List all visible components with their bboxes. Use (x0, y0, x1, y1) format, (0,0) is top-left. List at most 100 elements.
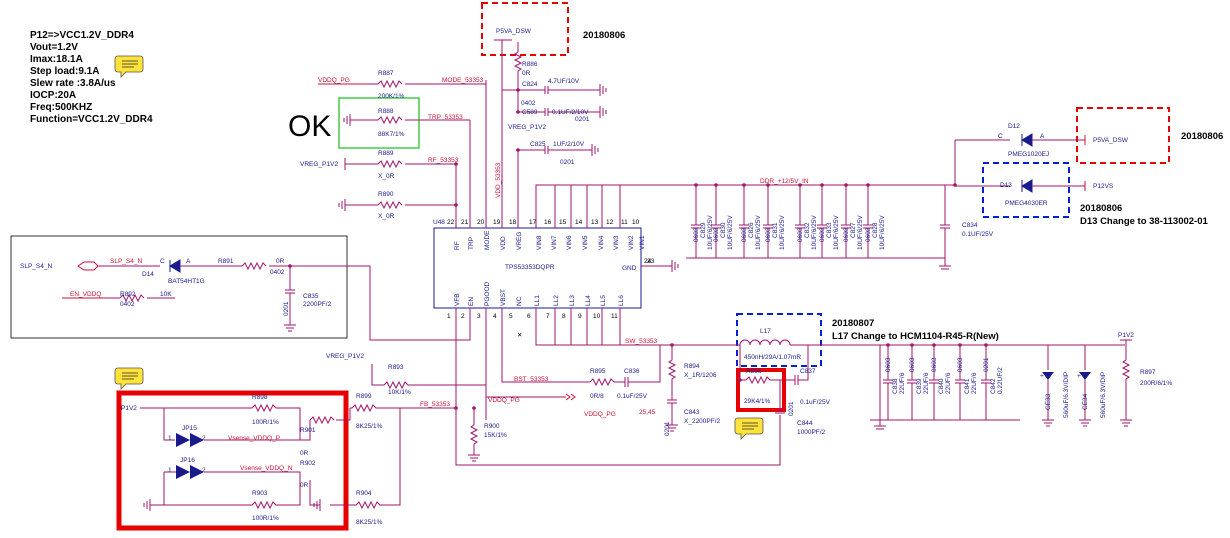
net-label: P5VA_DSW (496, 28, 532, 35)
part-value: 22UF/6 (923, 372, 930, 394)
date-note: 20180806 (583, 30, 625, 41)
part-value: 22UF/6 (945, 372, 952, 394)
jumper-jp16 (176, 465, 204, 479)
net-label: VREG_P1V2 (300, 161, 338, 168)
p5va-highlight-box (481, 2, 569, 56)
part-package: 0201 (560, 159, 575, 166)
ic-top-pins: RF22TRP21MODE20VDD19VREG18VIN817VIN716VI… (447, 219, 646, 250)
ic-ref: U48 (433, 219, 445, 226)
net-label: TRP_53353 (428, 114, 463, 121)
ic-part-number: TPS53353DQPR (505, 264, 555, 271)
part-package: 0603 (713, 227, 720, 242)
spec-notes: P12=>VCC1.2V_DDR4 Vout=1.2V Imax:18.1A S… (30, 30, 153, 125)
ground-symbol (338, 199, 346, 211)
net-label: VREG_P1V2 (326, 353, 364, 360)
net-label: P1V2 (1118, 332, 1134, 339)
part-package: 0201 (983, 357, 990, 372)
ground-symbol (1079, 419, 1091, 427)
ic-pin-number: 18 (509, 219, 517, 226)
part-ref: D12 (1008, 123, 1020, 130)
ic-pin-number: 21 (461, 219, 469, 226)
ic-pin-name: RF (454, 241, 461, 250)
jumper-pin: 1 (168, 467, 172, 474)
ic-pin-number: 3 (477, 313, 481, 320)
resistor-r887 (377, 79, 403, 89)
ic-pin-number: 17 (529, 219, 537, 226)
ic-pin-number: 2 (461, 313, 465, 320)
part-value: 10UF/6/25V (755, 215, 762, 250)
part-ref: R892 (120, 291, 136, 298)
net-label: DDR_+12/5V_IN (760, 178, 809, 185)
capacitor-ce33: + (1040, 345, 1054, 420)
ground-symbol (143, 499, 151, 511)
jumper-jp15 (176, 433, 204, 447)
p5va-right-highlight-box (1076, 107, 1170, 164)
comment-icon[interactable] (114, 55, 144, 78)
part-ref: R903 (252, 490, 268, 497)
ic-pin-name: VDD (500, 236, 507, 250)
comment-icon[interactable] (734, 417, 764, 440)
part-ref: JP15 (182, 425, 197, 432)
part-ref: C831 (772, 222, 779, 238)
part-package: 0603 (865, 227, 872, 242)
ground-symbol (1042, 419, 1054, 427)
part-ref: C843 (684, 409, 700, 416)
ic-pin-name: LL6 (618, 295, 625, 306)
resistor-r890 (377, 200, 403, 210)
part-ref: CE33 (1045, 393, 1052, 410)
part-ref: R896 (746, 368, 762, 375)
part-ref: C824 (522, 81, 538, 88)
ic-pin-name: EN (468, 297, 475, 306)
spec-line: Vout=1.2V (30, 42, 78, 53)
net-label: VDDQ_PG (584, 411, 616, 418)
part-ref: C836 (624, 368, 640, 375)
change-note: D13 Change to 38-113002-01 (1080, 216, 1209, 227)
part-value: 10K (160, 291, 172, 298)
part-package: 0603 (797, 227, 804, 242)
part-value: 88K7/1% (378, 131, 405, 138)
ic-bottom-pins: VFB1EN2PGOOD3VBST4NC5LL16LL27LL38LL49LL5… (447, 281, 625, 320)
ground-symbol (313, 499, 321, 511)
ic-pin-number: 10 (632, 219, 640, 226)
part-package: 0603 (765, 227, 772, 242)
part-value: 8K25/1% (356, 423, 383, 430)
ic-u48: U48 TPS53353DQPR GND 23 RF22TRP21MODE20V… (433, 219, 655, 320)
part-value: 10UF/6/25V (833, 215, 840, 250)
resistor-r892 (119, 293, 145, 303)
ic-pin-name: VIN7 (551, 235, 558, 250)
ic-pin-name: VFB (454, 293, 461, 306)
date-note: 20180806 (1080, 203, 1122, 214)
ic-pin-name: VIN6 (566, 235, 573, 250)
part-ref: C834 (962, 222, 978, 229)
net-label: SLP_S4_N (110, 258, 142, 265)
part-value: BAT54HT1G (168, 278, 205, 285)
ic-pin-name: LL1 (534, 295, 541, 306)
ic-pin-name: MODE (484, 230, 491, 250)
ic-pin-number: 9 (578, 313, 582, 320)
part-ref: R898 (252, 394, 268, 401)
ground-symbol (468, 454, 480, 462)
r888-ok-box (338, 97, 420, 149)
ground-symbol (671, 260, 679, 272)
part-ref: C841 (964, 378, 971, 394)
diode-d13 (1021, 179, 1033, 193)
part-value: 200R/6/1% (1140, 380, 1172, 387)
part-value: X_1R/1206 (684, 372, 717, 379)
r896-highlight-box (736, 368, 786, 412)
ic-pin-name: LL3 (569, 295, 576, 306)
comment-icon[interactable] (114, 367, 144, 390)
part-ref: R886 (522, 61, 538, 68)
part-value: 450nH/29A/1.07mR (744, 354, 801, 361)
polarity-mark: + (1040, 373, 1044, 380)
jumper-pin: 2 (202, 435, 206, 442)
ic-pin-number: 20 (477, 219, 485, 226)
date-note: 20180806 (1181, 131, 1223, 142)
part-package: 0603 (957, 357, 964, 372)
